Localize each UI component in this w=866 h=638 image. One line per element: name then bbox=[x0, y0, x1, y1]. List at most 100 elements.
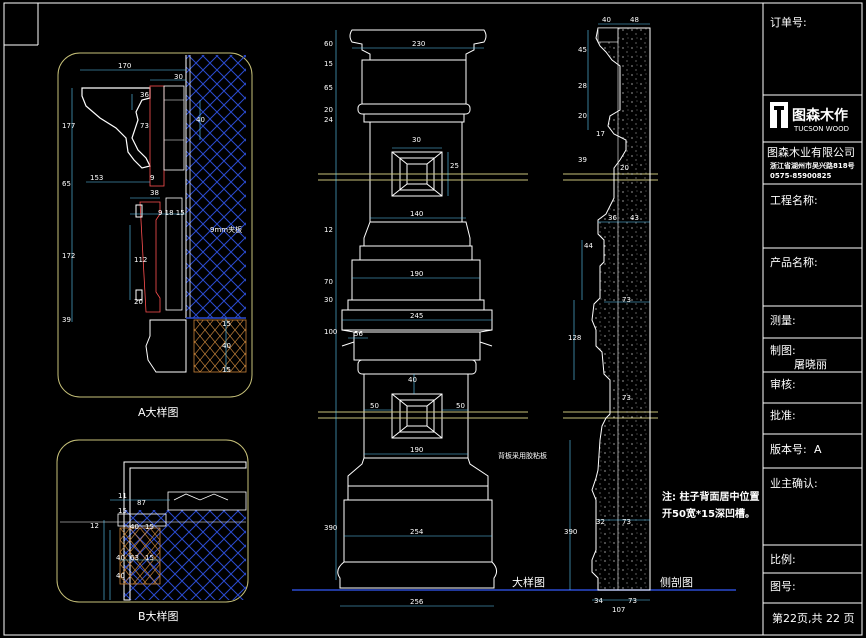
dim-label: 30 bbox=[174, 73, 183, 81]
order-no-label: 订单号: bbox=[770, 16, 807, 29]
dim-label: 73 bbox=[622, 296, 631, 304]
review-label: 审核: bbox=[770, 377, 796, 391]
product-name-label: 产品名称: bbox=[770, 255, 818, 269]
dim-label: 20 bbox=[620, 164, 629, 172]
dim-label: 73 bbox=[628, 597, 637, 605]
dim-label: 15 bbox=[145, 523, 154, 531]
construction-note-line1: 注: 柱子背面居中位置 bbox=[662, 490, 759, 503]
dim-label: 50 bbox=[370, 402, 379, 410]
dim-label: 36 bbox=[608, 214, 617, 222]
dim-label: 230 bbox=[412, 40, 425, 48]
dim-label: 20 bbox=[578, 112, 587, 120]
base-cross-hatch bbox=[193, 319, 247, 373]
dim-label: 15 bbox=[145, 554, 154, 562]
dim-label: 128 bbox=[568, 334, 581, 342]
detail-a-caption: A大样图 bbox=[138, 405, 179, 419]
material-note2: 背板采用胶粘板 bbox=[498, 451, 547, 460]
dim-label: 15 bbox=[324, 60, 333, 68]
dim-label: 44 bbox=[584, 242, 593, 250]
approve-label: 批准: bbox=[770, 408, 796, 422]
dim-label: 73 bbox=[622, 394, 631, 402]
dim-label: 172 bbox=[62, 252, 75, 260]
dim-label: 245 bbox=[410, 312, 423, 320]
dim-label: 36 bbox=[140, 91, 149, 99]
dim-label: 34 bbox=[594, 597, 603, 605]
wall-hatch bbox=[186, 55, 246, 318]
dim-label: 43 bbox=[630, 214, 639, 222]
dim-label: 40 bbox=[196, 116, 205, 124]
dim-label: 140 bbox=[410, 210, 423, 218]
dim-label: 100 bbox=[324, 328, 337, 336]
detail-a-drawing: 170 30 36 73 40 177 65 153 38 9 9 18 15 … bbox=[57, 52, 253, 398]
dim-label: 107 bbox=[612, 606, 625, 614]
brand-name-en: TUCSON WOOD bbox=[793, 125, 849, 133]
dim-label: 17 bbox=[596, 130, 605, 138]
dim-label: 65 bbox=[324, 84, 333, 92]
dim-label: 25 bbox=[450, 162, 459, 170]
dim-label: 63 bbox=[130, 554, 139, 562]
brand-logo bbox=[770, 102, 788, 128]
dim-label: 45 bbox=[578, 46, 587, 54]
column-elevation bbox=[337, 29, 498, 589]
dim-label: 40 bbox=[116, 572, 125, 580]
dim-label: 15 bbox=[222, 366, 231, 374]
company-name: 图森木业有限公司 bbox=[767, 145, 855, 159]
dim-label: 153 bbox=[90, 174, 103, 182]
detail-a-frame bbox=[57, 52, 253, 398]
dim-label: 190 bbox=[410, 446, 423, 454]
dim-label: 12 bbox=[324, 226, 333, 234]
detail-b-caption: B大样图 bbox=[138, 609, 179, 623]
dim-label: 256 bbox=[410, 598, 424, 606]
dim-label: 15 bbox=[118, 507, 127, 515]
dim-label: 73 bbox=[140, 122, 149, 130]
dim-label: 254 bbox=[410, 528, 424, 536]
dim-label: 190 bbox=[410, 270, 423, 278]
dim-label: 40 bbox=[222, 342, 231, 350]
title-block bbox=[762, 3, 862, 635]
drawer-label: 制图: bbox=[770, 344, 796, 357]
elevation-dim-lines bbox=[335, 30, 494, 607]
project-name-label: 工程名称: bbox=[770, 193, 818, 207]
detail-b-drawing: 11 87 15 12 40 15 63 15 40 40 bbox=[56, 439, 249, 603]
dim-label: 12 bbox=[90, 522, 99, 530]
dim-label: 24 bbox=[324, 116, 333, 124]
dim-label: 39 bbox=[62, 316, 71, 324]
drawing-frame bbox=[3, 2, 863, 636]
dim-label: 56 bbox=[354, 330, 363, 338]
dim-label: 48 bbox=[630, 16, 639, 24]
section-profile bbox=[591, 27, 651, 591]
dim-label: 9 bbox=[150, 174, 154, 182]
dim-label: 20 bbox=[134, 298, 143, 306]
column-section bbox=[591, 27, 651, 591]
elevation-caption: 大样图 bbox=[512, 575, 545, 589]
dim-label: 50 bbox=[456, 402, 465, 410]
dim-label: 112 bbox=[134, 256, 147, 264]
dim-label: 20 bbox=[324, 106, 333, 114]
dim-label: 28 bbox=[578, 82, 587, 90]
dim-label: 40 bbox=[116, 554, 125, 562]
dim-label: 30 bbox=[324, 296, 333, 304]
brand-name: 图森木作 bbox=[792, 107, 848, 124]
dim-label: 60 bbox=[324, 40, 333, 48]
section-caption: 侧剖图 bbox=[660, 575, 693, 589]
company-address: 浙江省湖州市吴兴路818号 bbox=[770, 161, 855, 170]
dim-label: 70 bbox=[324, 278, 333, 286]
survey-label: 测量: bbox=[770, 314, 796, 327]
section-dim-lines bbox=[569, 23, 650, 601]
dim-label: 170 bbox=[118, 62, 131, 70]
dim-label: 32 bbox=[596, 518, 605, 526]
owner-confirm-label: 业主确认: bbox=[770, 477, 818, 490]
dim-label: 39 bbox=[578, 156, 587, 164]
dim-label: 40 bbox=[408, 376, 417, 384]
dim-label: 11 bbox=[118, 492, 127, 500]
drawing-no-label: 图号: bbox=[770, 580, 796, 593]
material-note: 9mm夹板 bbox=[210, 225, 242, 234]
dim-label: 38 bbox=[150, 189, 159, 197]
version-label: 版本号: bbox=[770, 442, 807, 456]
dim-label: 73 bbox=[622, 518, 631, 526]
scale-label: 比例: bbox=[770, 552, 796, 566]
dim-label: 390 bbox=[324, 524, 337, 532]
dim-label: 87 bbox=[137, 499, 146, 507]
dim-label: 9 18 15 bbox=[158, 209, 185, 217]
